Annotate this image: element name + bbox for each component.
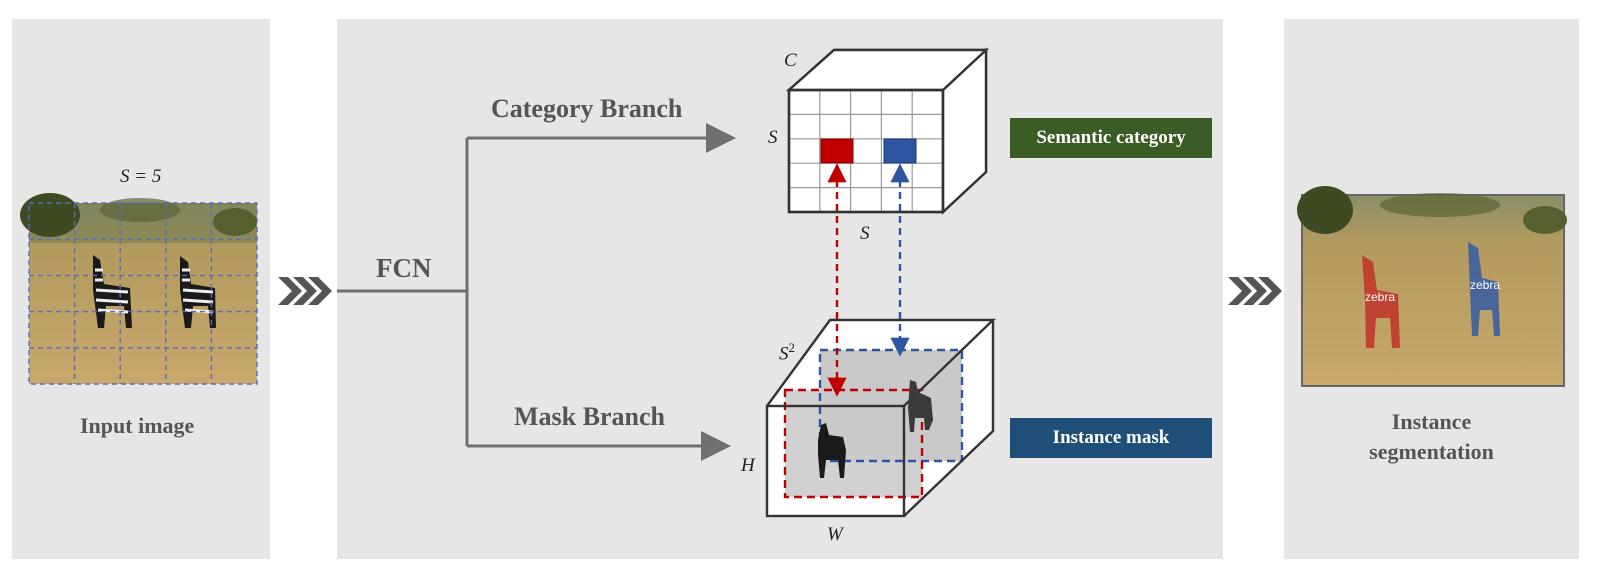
output-label-red: zebra	[1365, 290, 1396, 304]
dim-s-side-label: S	[768, 127, 778, 148]
category-branch-label: Category Branch	[491, 94, 683, 123]
input-image-caption: Input image	[80, 413, 195, 438]
output-image	[1297, 186, 1567, 387]
instance-mask-tag: Instance mask	[1010, 418, 1212, 458]
chevrons-right-icon	[1228, 277, 1282, 305]
input-image	[20, 193, 258, 385]
dim-s-bottom-label: S	[860, 223, 870, 244]
category-cell-blue	[883, 138, 917, 164]
input-grid	[28, 202, 258, 385]
dim-w-label: W	[827, 524, 843, 545]
zebra-mask-blue	[1468, 242, 1500, 336]
output-caption-line2: segmentation	[1369, 439, 1494, 464]
output-caption-line1: Instance	[1391, 409, 1472, 434]
zebra-mask-red	[1362, 255, 1400, 348]
fcn-connector	[337, 123, 736, 461]
chevrons-right-icon	[278, 277, 332, 305]
category-grid-cube	[785, 47, 990, 215]
dim-c-label: C	[784, 50, 797, 71]
zebra-silhouette-blue	[908, 380, 933, 432]
category-cell-red	[820, 138, 854, 164]
dim-s2-label: S2	[779, 340, 795, 365]
dim-h-label: H	[741, 455, 755, 476]
mask-branch-label: Mask Branch	[514, 402, 665, 431]
output-label-blue: zebra	[1470, 278, 1501, 292]
zebra-silhouette-red	[818, 423, 846, 478]
semantic-category-tag: Semantic category	[1010, 118, 1212, 158]
grid-size-label: S = 5	[120, 166, 162, 187]
fcn-label: FCN	[376, 253, 432, 283]
zebra-right	[180, 256, 216, 328]
mask-cube	[765, 318, 996, 518]
